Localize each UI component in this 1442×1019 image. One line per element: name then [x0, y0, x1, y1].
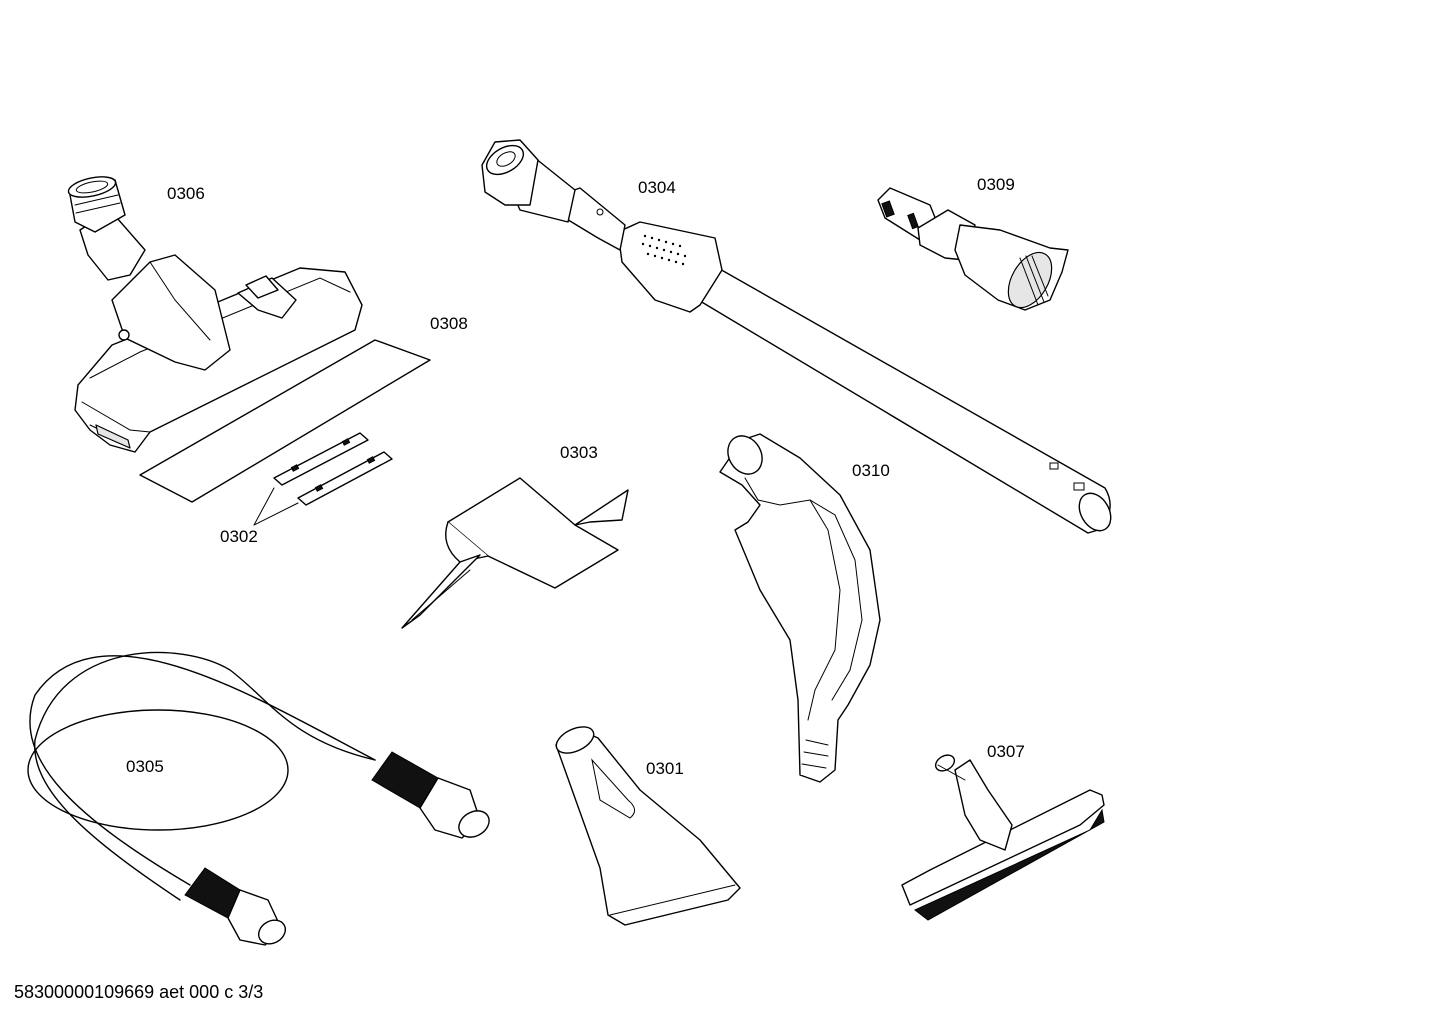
- label-0307: 0307: [987, 742, 1025, 761]
- clips-part-0302: [253, 432, 393, 526]
- crevice-nozzle-part-0301: [555, 726, 741, 926]
- label-0304: 0304: [638, 178, 676, 197]
- label-0309: 0309: [977, 175, 1015, 194]
- label-0302: 0302: [220, 527, 258, 546]
- strip-part-0308: [139, 339, 431, 503]
- label-0303: 0303: [560, 443, 598, 462]
- upholstery-nozzle-part-0303: [401, 477, 629, 629]
- hose-part-0305: [27, 651, 490, 946]
- telescopic-tube-part-0304: [481, 139, 1112, 534]
- label-0308: 0308: [430, 314, 468, 333]
- label-0305: 0305: [126, 757, 164, 776]
- adapter-part-0309: [877, 187, 1069, 311]
- label-0301: 0301: [646, 759, 684, 778]
- parquet-brush-part-0307: [901, 754, 1105, 921]
- floor-nozzle-part-0306: [67, 176, 363, 453]
- label-0310: 0310: [852, 461, 890, 480]
- label-0306: 0306: [167, 184, 205, 203]
- handle-part-0310: [719, 433, 881, 783]
- document-id-footer: 58300000109669 aet 000 c 3/3: [14, 982, 264, 1002]
